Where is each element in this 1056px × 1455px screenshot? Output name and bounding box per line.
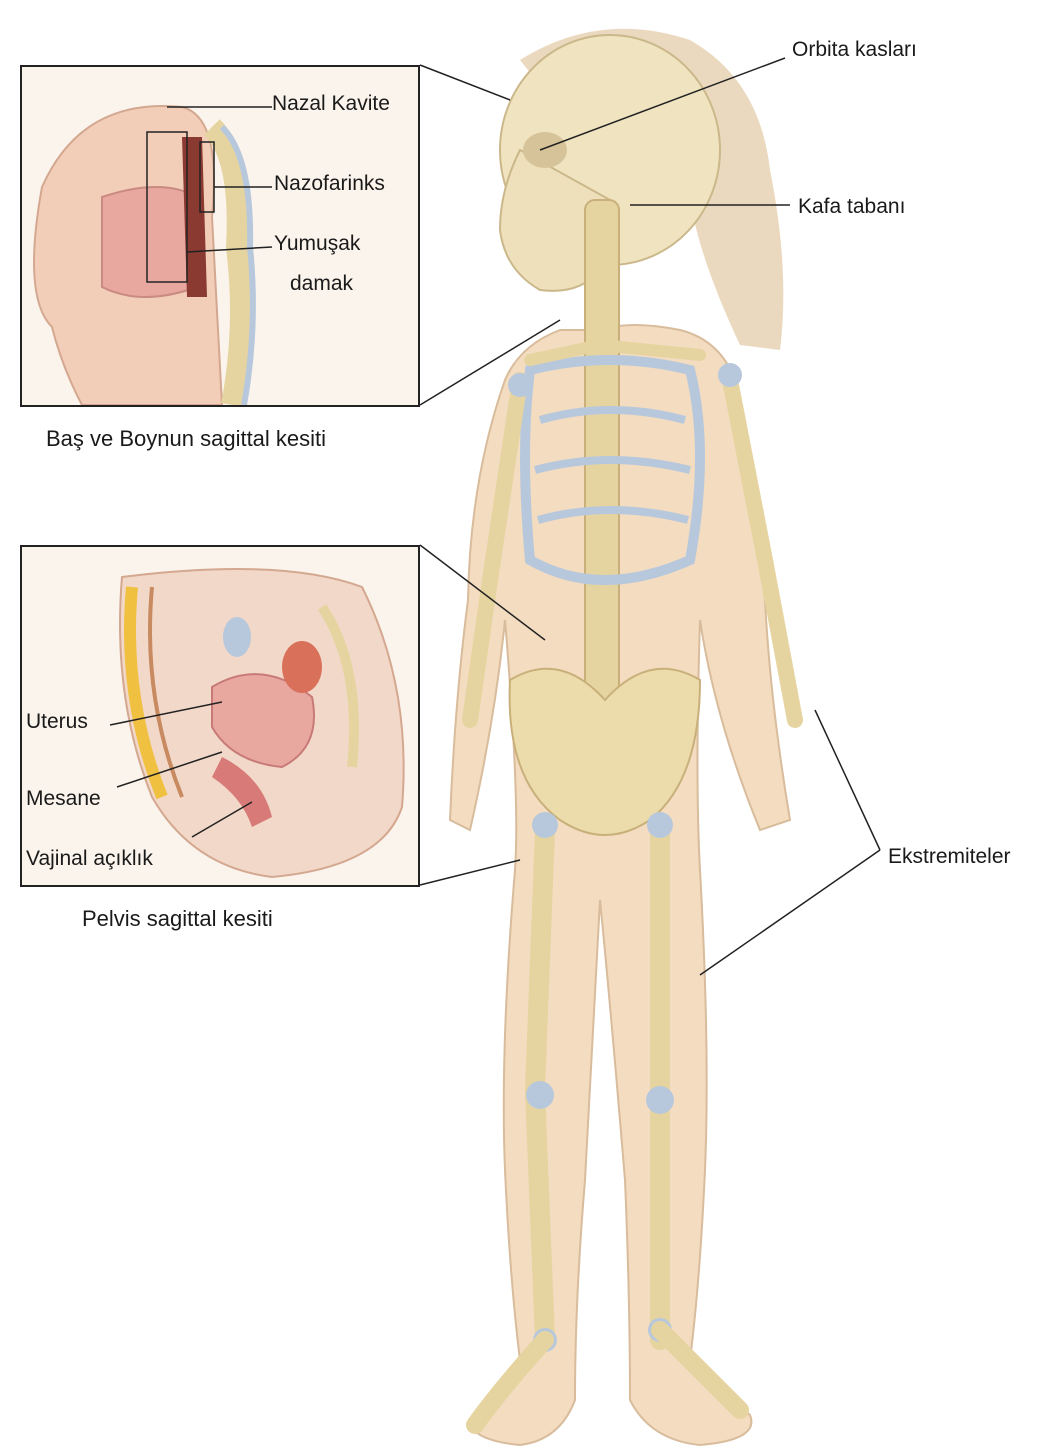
orbit: [523, 132, 567, 168]
label-nazofarinks: Nazofarinks: [274, 172, 385, 196]
label-kafa-tabani: Kafa tabanı: [798, 195, 905, 219]
label-yumusak-damak-2: damak: [290, 272, 353, 296]
label-orbita-kaslari: Orbita kasları: [792, 38, 917, 62]
label-vajinal-aciklik: Vajinal açıklık: [26, 847, 153, 871]
label-yumusak-damak-1: Yumuşak: [274, 232, 360, 256]
head-inset-caption: Baş ve Boynun sagittal kesiti: [46, 426, 326, 452]
pelvis-sagittal-inset: Uterus Mesane Vajinal açıklık: [20, 545, 420, 887]
label-uterus: Uterus: [26, 710, 88, 734]
label-mesane: Mesane: [26, 787, 101, 811]
pelvis-inset-caption: Pelvis sagittal kesiti: [82, 906, 273, 932]
label-ekstremiteler: Ekstremiteler: [888, 845, 1011, 869]
label-nazal-kavite: Nazal Kavite: [272, 92, 390, 116]
head-sagittal-inset: Nazal Kavite Nazofarinks Yumuşak damak: [20, 65, 420, 407]
